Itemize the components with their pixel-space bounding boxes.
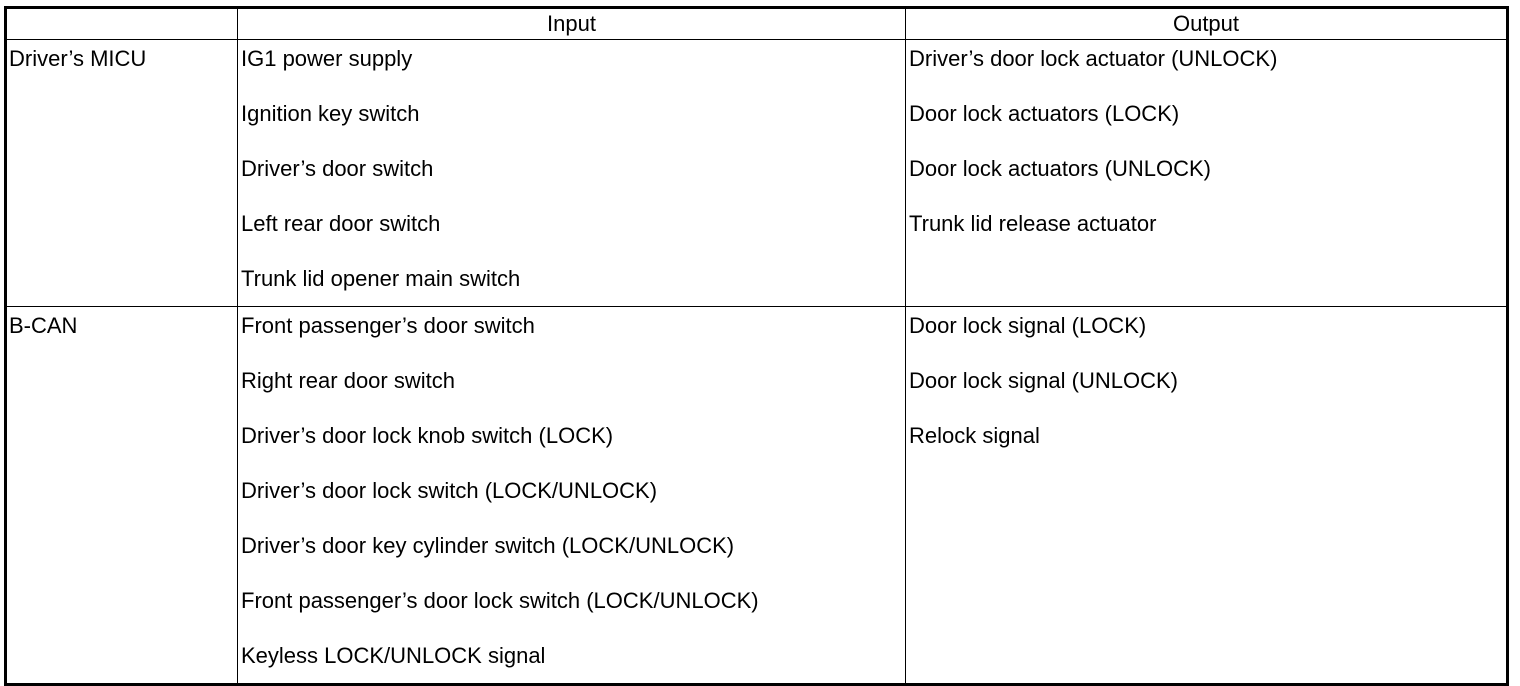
io-table: Input Output Driver’s MICU IG1 power sup… <box>4 6 1509 686</box>
output-item: Door lock signal (UNLOCK) <box>909 368 1178 393</box>
output-item: Door lock actuators (LOCK) <box>909 101 1180 126</box>
input-item: Front passenger’s door lock switch (LOCK… <box>241 588 759 613</box>
output-cell: Door lock signal (LOCK) Door lock signal… <box>905 306 1508 685</box>
source-label: Driver’s MICU <box>9 46 147 71</box>
input-cell: Front passenger’s door switch Right rear… <box>237 306 906 685</box>
input-cell: IG1 power supply Ignition key switch Dri… <box>237 39 906 307</box>
input-item: IG1 power supply <box>241 46 413 71</box>
output-item: Relock signal <box>909 423 1040 448</box>
input-item: Driver’s door switch <box>241 156 434 181</box>
input-item: Driver’s door key cylinder switch (LOCK/… <box>241 533 735 558</box>
input-item: Right rear door switch <box>241 368 455 393</box>
table-row: B-CAN Front passenger’s door switch Righ… <box>5 306 1508 685</box>
source-cell: B-CAN <box>5 306 238 685</box>
input-item: Driver’s door lock knob switch (LOCK) <box>241 423 614 448</box>
output-item: Door lock actuators (UNLOCK) <box>909 156 1211 181</box>
source-label: B-CAN <box>9 313 78 338</box>
input-item: Front passenger’s door switch <box>241 313 535 338</box>
output-item: Trunk lid release actuator <box>909 211 1157 236</box>
table-row: Driver’s MICU IG1 power supply Ignition … <box>5 39 1508 307</box>
output-cell: Driver’s door lock actuator (UNLOCK) Doo… <box>905 39 1508 307</box>
input-item: Left rear door switch <box>241 211 441 236</box>
source-cell: Driver’s MICU <box>5 39 238 307</box>
input-item: Driver’s door lock switch (LOCK/UNLOCK) <box>241 478 658 503</box>
input-item: Keyless LOCK/UNLOCK signal <box>241 643 546 668</box>
output-item: Driver’s door lock actuator (UNLOCK) <box>909 46 1278 71</box>
output-item: Door lock signal (LOCK) <box>909 313 1147 338</box>
input-item: Ignition key switch <box>241 101 420 126</box>
input-item: Trunk lid opener main switch <box>241 266 521 291</box>
